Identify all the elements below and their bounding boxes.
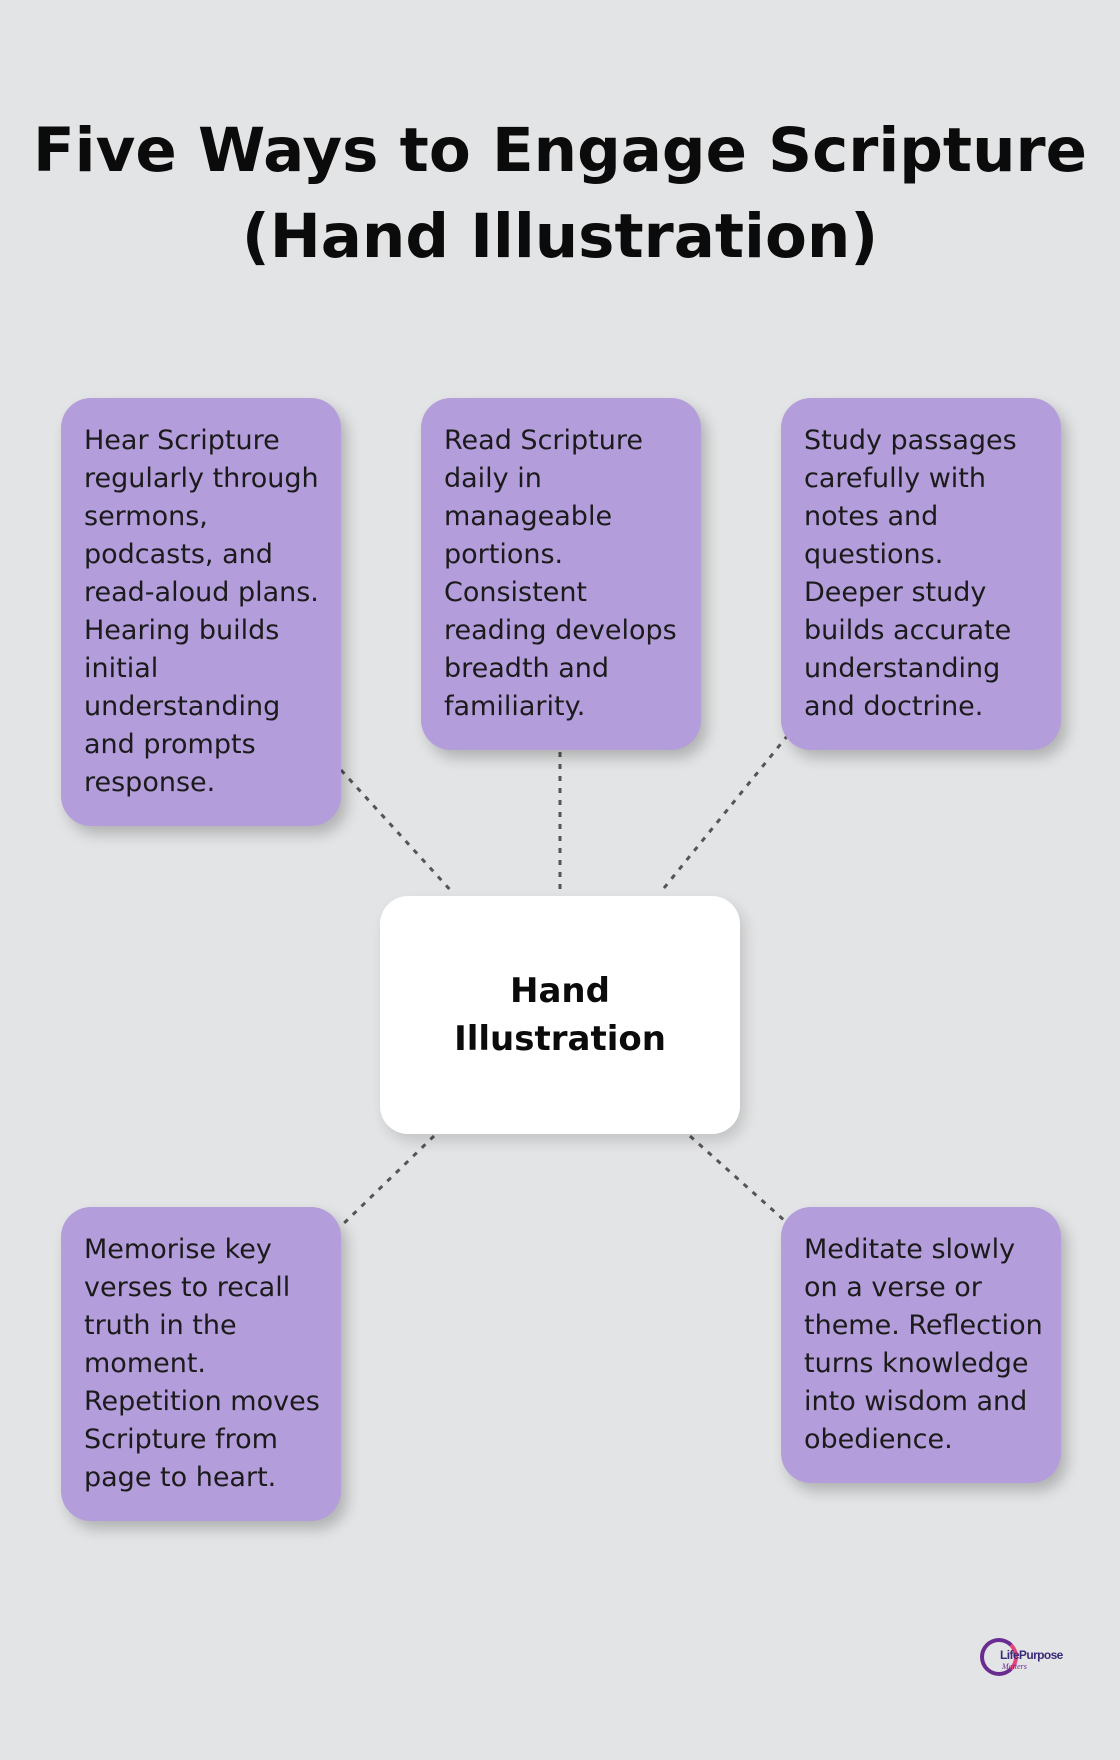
title-line-2: (Hand Illustration) [241,201,879,272]
card-study: Study passages carefully with notes and … [781,398,1061,750]
logo-sub-text: Matters [1002,1662,1027,1671]
card-memorise: Memorise key verses to recall truth in t… [61,1207,341,1521]
card-hear: Hear Scripture regularly through sermons… [61,398,341,826]
page-title: Five Ways to Engage Scripture (Hand Illu… [0,108,1120,280]
connector-hear [339,768,455,895]
card-meditate: Meditate slowly on a verse or theme. Ref… [781,1207,1061,1483]
center-label: Hand Illustration [454,967,666,1063]
connector-memorise [336,1134,436,1231]
center-label-line-2: Illustration [454,1019,666,1059]
card-read: Read Scripture daily in manageable porti… [421,398,701,750]
logo-ring-icon [980,1638,1018,1676]
logo-main-text: LifePurpose [1000,1648,1063,1662]
center-node: Hand Illustration [380,896,740,1134]
brand-logo: LifePurpose Matters [980,1636,1063,1684]
title-line-1: Five Ways to Engage Scripture [33,115,1087,186]
center-label-line-1: Hand [510,971,610,1011]
connector-meditate [688,1134,787,1223]
connector-study [658,734,790,894]
